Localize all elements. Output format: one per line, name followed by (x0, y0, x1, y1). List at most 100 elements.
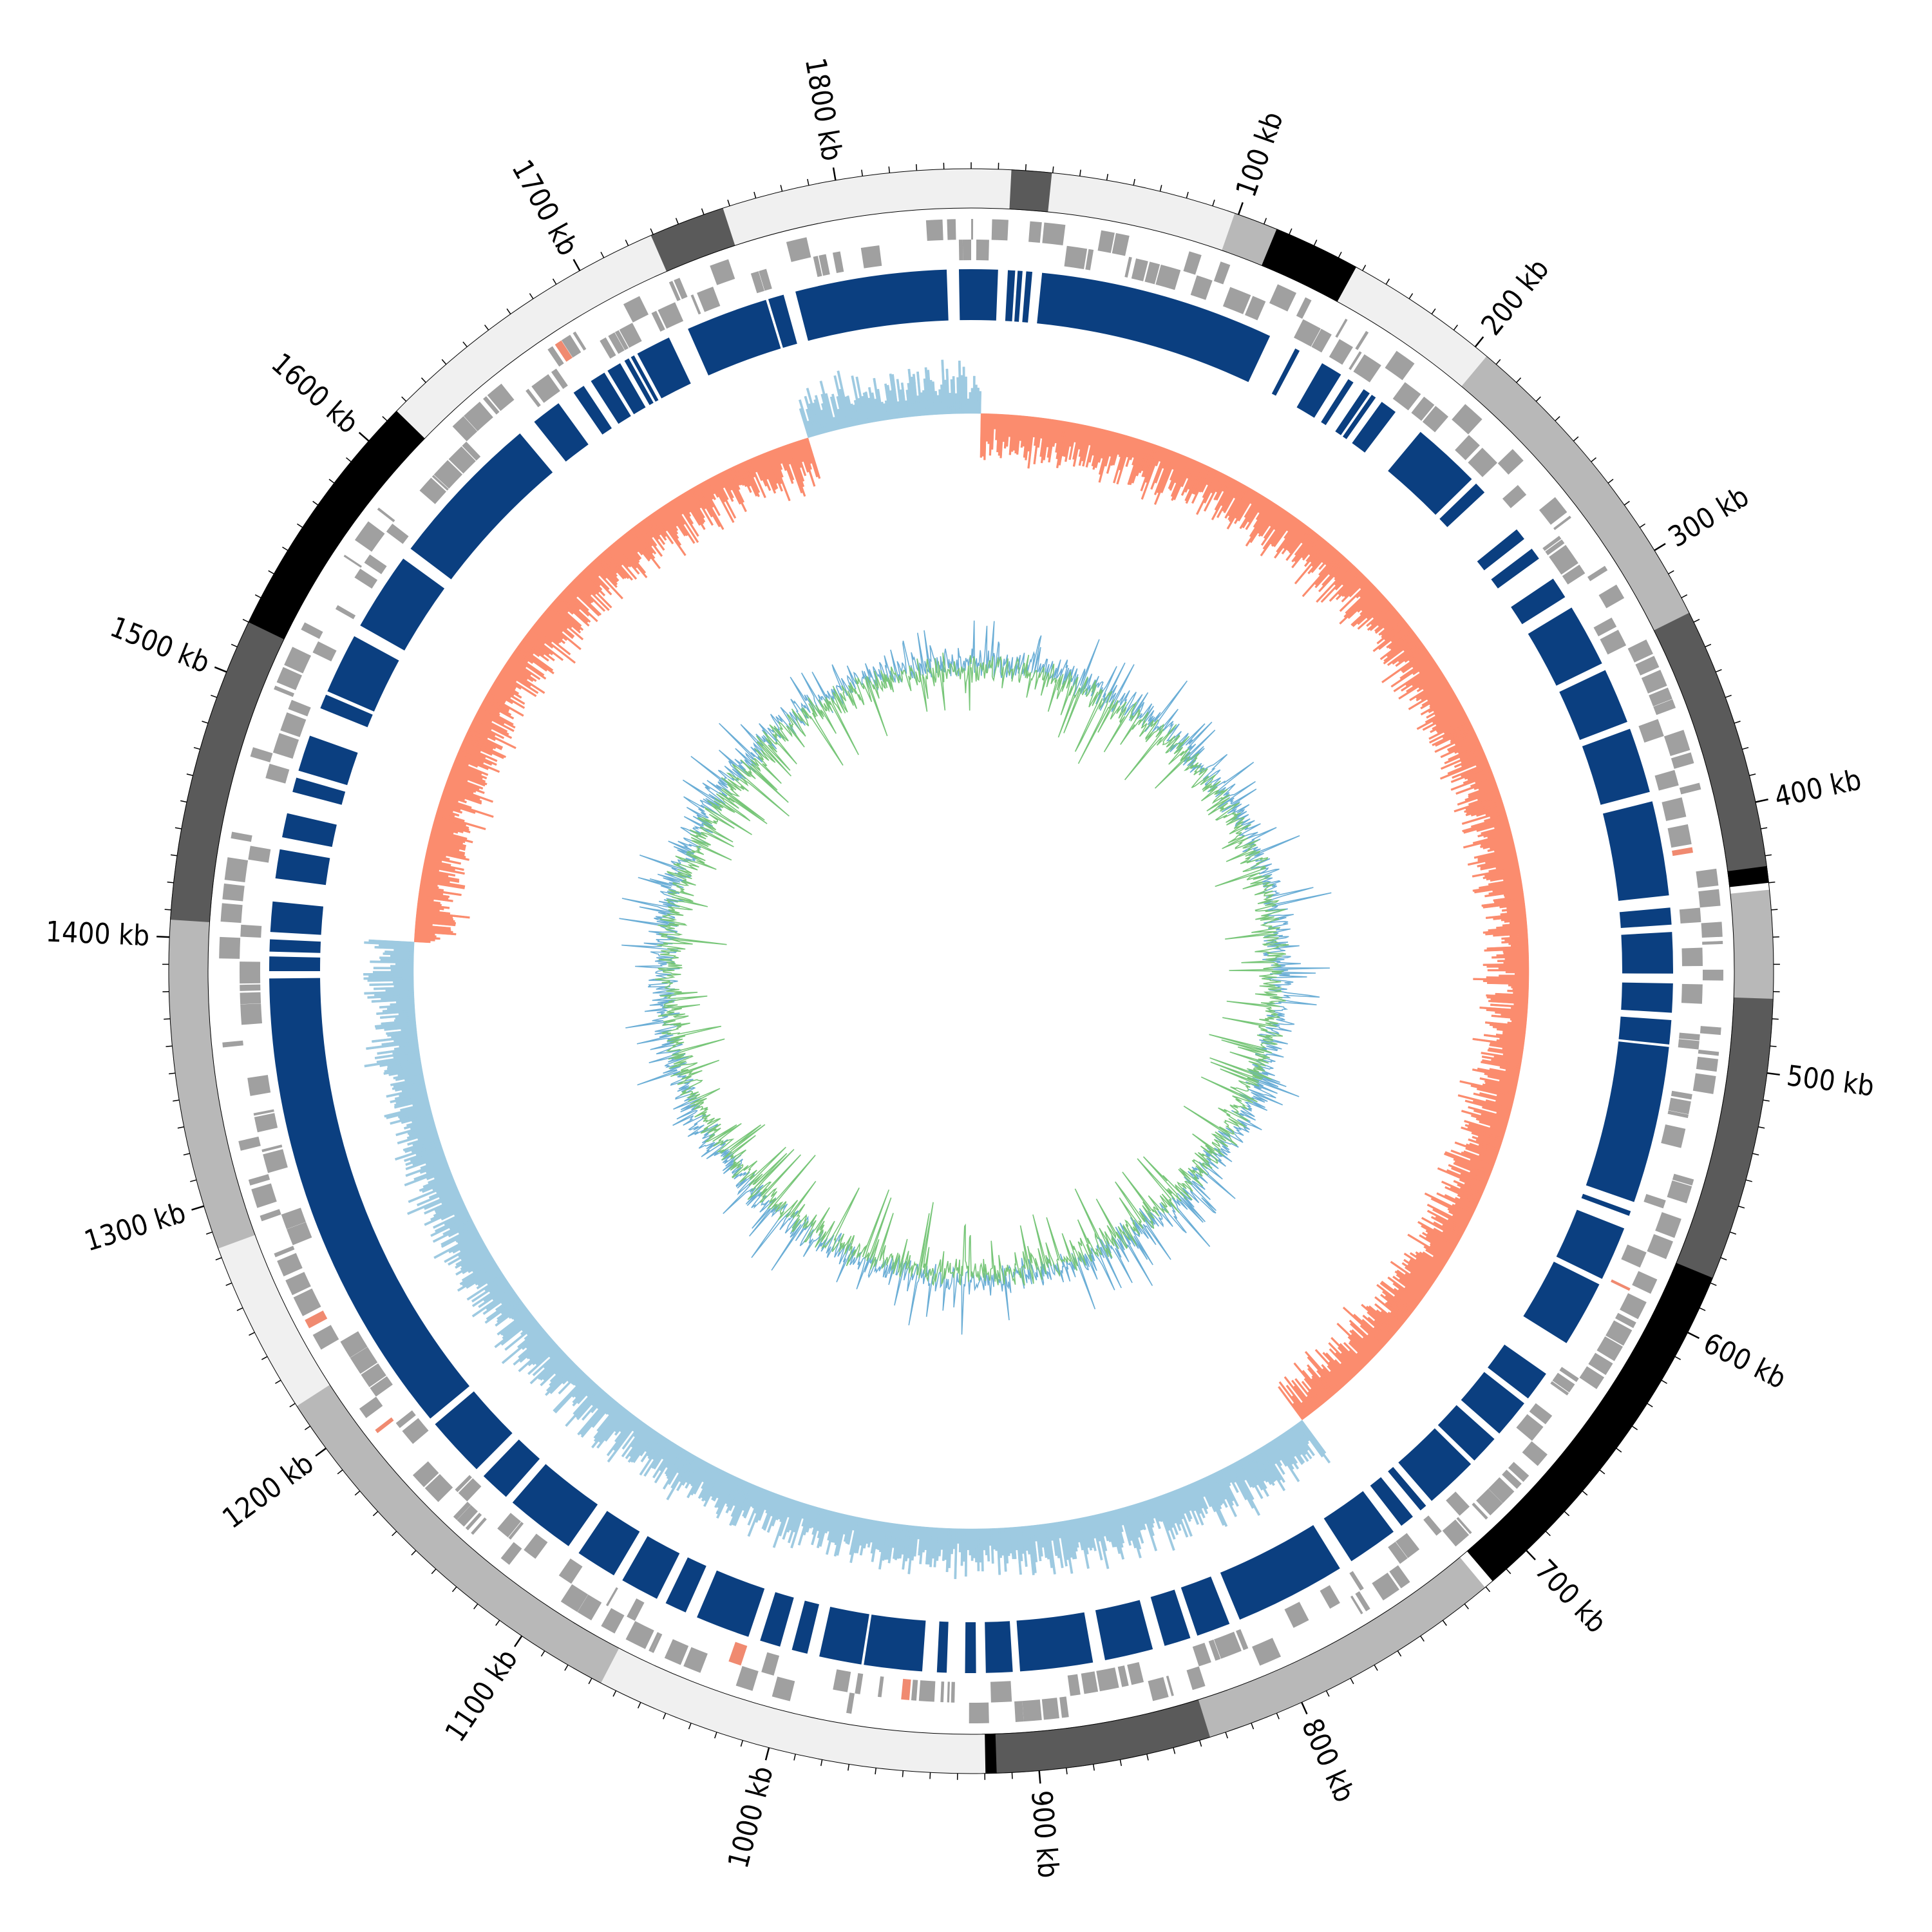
cds-feature (452, 416, 478, 442)
cds-feature (625, 1621, 654, 1649)
blast-block (1271, 348, 1300, 396)
cds-feature (240, 961, 261, 984)
minor-tick (1693, 618, 1700, 623)
minor-tick (205, 1231, 213, 1235)
minor-tick (1742, 746, 1749, 750)
cds-feature (1662, 797, 1687, 821)
minor-tick (650, 228, 654, 235)
cds-feature (1672, 847, 1693, 857)
cds-feature (1081, 1671, 1099, 1694)
cds-feature (1355, 1591, 1370, 1612)
blast-block (1220, 1525, 1340, 1620)
cds-feature (500, 1542, 522, 1565)
cds-feature (1127, 1662, 1144, 1685)
blast-block (1621, 932, 1673, 974)
blast-block (360, 558, 445, 651)
minor-tick (254, 594, 261, 598)
position-label: 800 kb (1295, 1714, 1361, 1807)
cds-feature (1388, 1541, 1408, 1564)
major-tick (1301, 1701, 1308, 1715)
minor-tick (1555, 416, 1560, 422)
cds-feature (649, 1632, 660, 1653)
blast-block (1602, 801, 1669, 901)
cds-feature (1422, 406, 1449, 433)
cds-feature (1539, 497, 1567, 525)
minor-tick (173, 1099, 180, 1102)
cds-feature (1320, 1585, 1340, 1609)
minor-tick (793, 1754, 796, 1761)
position-label: 1100 kb (439, 1643, 524, 1748)
blast-block (697, 1570, 765, 1637)
cds-feature (1372, 1572, 1399, 1601)
cds-feature (224, 857, 249, 883)
cds-feature (1442, 1519, 1470, 1547)
minor-tick (297, 523, 303, 528)
minor-tick (1516, 377, 1522, 383)
minor-tick (431, 1568, 437, 1575)
minor-tick (242, 618, 249, 623)
blast-block (965, 1622, 976, 1673)
cds-feature (1679, 907, 1701, 924)
minor-tick (484, 325, 489, 330)
position-label: 1300 kb (80, 1197, 189, 1258)
cds-feature (1329, 339, 1353, 365)
minor-tick (1225, 1732, 1228, 1739)
contig-segment (1461, 355, 1690, 631)
major-tick (1766, 1072, 1780, 1076)
cds-feature (1096, 1667, 1119, 1692)
blast-hit-ring (269, 269, 1673, 1673)
cds-feature (433, 460, 463, 489)
minor-tick (193, 746, 200, 750)
cds-feature (947, 219, 956, 240)
position-label-text: 900 kb (1025, 1789, 1065, 1879)
cds-feature (248, 846, 271, 863)
minor-tick (1631, 1425, 1638, 1430)
minor-tick (1564, 1511, 1570, 1517)
blast-block (1095, 1600, 1153, 1660)
minor-tick (1276, 1712, 1280, 1719)
cds-feature (1349, 351, 1362, 370)
minor-tick (564, 1664, 569, 1671)
cds-feature (1529, 1403, 1553, 1425)
cds-feature (276, 667, 302, 690)
blast-block (327, 636, 399, 712)
blast-block (1528, 607, 1602, 686)
blast-block (607, 363, 646, 415)
cds-feature (1155, 264, 1181, 290)
major-tick (1755, 799, 1768, 803)
blast-block (1342, 394, 1376, 439)
minor-tick (1761, 827, 1768, 829)
cds-feature (690, 294, 701, 315)
cds-feature (395, 1410, 416, 1428)
major-tick (1237, 202, 1244, 215)
blast-block (630, 355, 659, 402)
minor-tick (421, 377, 426, 383)
minor-tick (392, 1531, 397, 1537)
cds-feature (1654, 770, 1679, 791)
position-label: 1500 kb (106, 611, 214, 679)
cds-feature (860, 245, 882, 269)
minor-tick (164, 909, 171, 911)
minor-tick (1264, 218, 1267, 225)
cds-feature (312, 641, 337, 662)
cds-feature (1131, 258, 1148, 281)
blast-block (768, 294, 797, 348)
cds-feature (1632, 1271, 1658, 1294)
blast-block (298, 735, 358, 786)
cds-feature (969, 1702, 989, 1723)
cds-feature (1028, 221, 1042, 243)
minor-tick (1212, 199, 1215, 206)
cds-feature (990, 1681, 1012, 1703)
cds-feature (1641, 670, 1667, 694)
cds-feature (1679, 782, 1701, 795)
cds-feature (547, 346, 564, 367)
major-tick (315, 1447, 327, 1457)
minor-tick (190, 1179, 197, 1182)
minor-tick (753, 191, 757, 198)
cds-feature (1213, 261, 1231, 285)
minor-tick (236, 1307, 243, 1311)
cds-feature (1022, 1699, 1042, 1722)
position-label: 100 kb (1229, 108, 1289, 201)
minor-tick (1535, 396, 1541, 402)
